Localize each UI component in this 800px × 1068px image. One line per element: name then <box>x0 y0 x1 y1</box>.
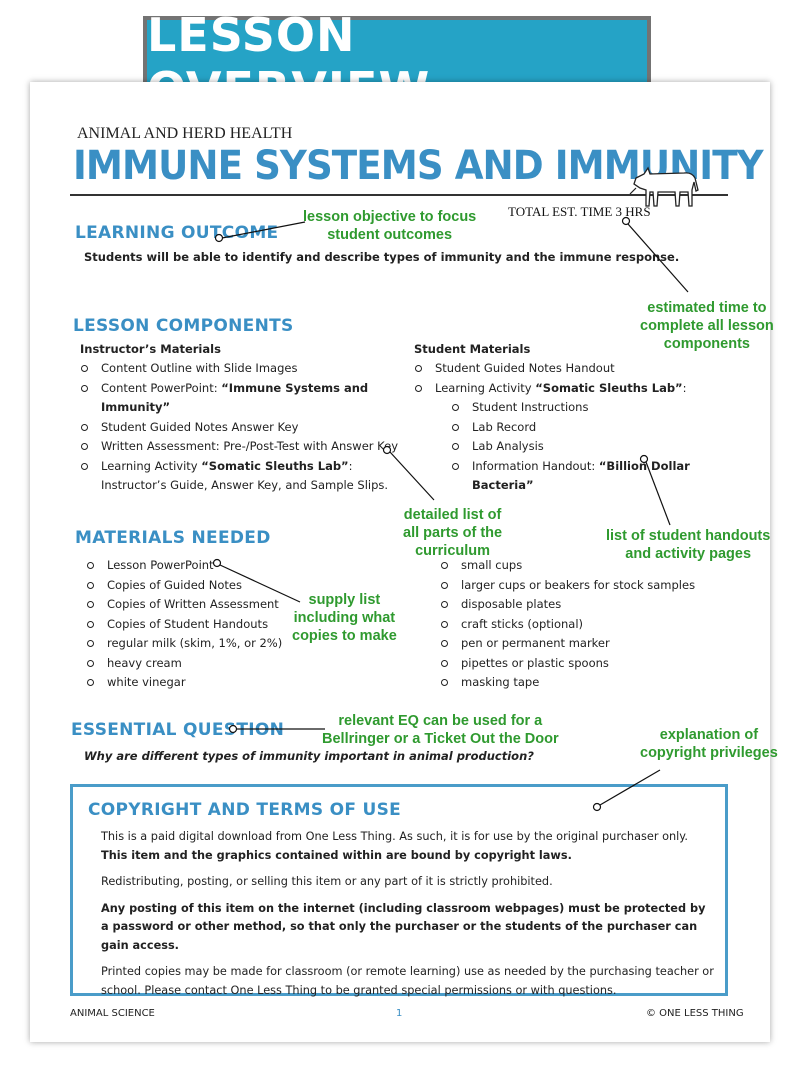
list-item-text: “Somatic Sleuths Lab” <box>535 380 683 395</box>
list-item-text: Student Instructions <box>472 400 589 414</box>
copyright-heading: COPYRIGHT AND TERMS OF USE <box>88 800 402 820</box>
list-item: Student Instructions <box>451 398 714 418</box>
student-materials-title: Student Materials <box>414 342 531 356</box>
list-item: Information Handout: “Billion Dollar Bac… <box>451 457 714 496</box>
list-item: small cups <box>440 556 730 576</box>
list-item: regular milk (skim, 1%, or 2%) <box>86 634 386 654</box>
list-item: larger cups or beakers for stock samples <box>440 576 730 596</box>
copyright-box <box>70 784 728 996</box>
copyright-p1-bold: This item and the graphics contained wit… <box>101 848 572 862</box>
list-item-text: Learning Activity <box>101 458 202 473</box>
copyright-p3: Any posting of this item on the internet… <box>101 901 706 952</box>
essential-question-heading: ESSENTIAL QUESTION <box>71 720 285 740</box>
list-item-text: Lab Record <box>472 419 537 434</box>
list-item: Lab Analysis <box>451 437 714 457</box>
list-item: Copies of Guided Notes <box>86 576 386 596</box>
list-item-text: Content Outline with Slide Images <box>101 361 298 375</box>
lesson-components-heading: LESSON COMPONENTS <box>73 316 294 336</box>
copyright-text: This is a paid digital download from One… <box>101 828 716 1008</box>
list-item: Lab Record <box>451 418 714 438</box>
copyright-p1: This is a paid digital download from One… <box>101 830 688 843</box>
list-item-text: Content PowerPoint: <box>101 380 222 395</box>
page-number: 1 <box>396 1008 403 1019</box>
essential-question-text: Why are different types of immunity impo… <box>84 749 534 763</box>
list-item: Student Guided Notes Answer Key <box>80 418 400 438</box>
copyright-p4: Printed copies may be made for classroom… <box>101 965 714 997</box>
list-item: craft sticks (optional) <box>440 615 730 635</box>
list-item: Content PowerPoint: “Immune Systems and … <box>80 379 400 418</box>
materials-needed-heading: MATERIALS NEEDED <box>75 528 271 548</box>
list-item: Copies of Written Assessment <box>86 595 386 615</box>
list-item-text: Information Handout: <box>472 458 599 473</box>
list-item: pen or permanent marker <box>440 634 730 654</box>
learning-outcome-text: Students will be able to identify and de… <box>84 250 680 264</box>
document-page <box>30 82 770 1042</box>
instructor-materials-title: Instructor’s Materials <box>80 342 221 356</box>
list-item-text: Lab Analysis <box>472 439 544 453</box>
list-item: pipettes or plastic spoons <box>440 654 730 674</box>
list-item: Copies of Student Handouts <box>86 615 386 635</box>
copyright-p2: Redistributing, posting, or selling this… <box>101 875 553 888</box>
list-item-text: “Billion Dollar Bacteria” <box>472 458 690 493</box>
list-item-text: Learning Activity <box>435 380 536 395</box>
list-item: Learning Activity “Somatic Sleuths Lab”: <box>414 379 714 399</box>
footer-left: ANIMAL SCIENCE <box>70 1008 155 1019</box>
list-item: white vinegar <box>86 673 386 693</box>
footer-right: © ONE LESS THING <box>646 1008 744 1019</box>
course-name: ANIMAL AND HERD HEALTH <box>77 125 293 142</box>
list-item: masking tape <box>440 673 730 693</box>
list-item-text: Student Guided Notes Answer Key <box>101 419 299 434</box>
estimated-time: TOTAL EST. TIME 3 HRS <box>508 204 651 219</box>
cow-icon <box>629 166 699 207</box>
list-item: Content Outline with Slide Images <box>80 359 400 379</box>
list-item: Written Assessment: Pre-/Post-Test with … <box>80 437 400 457</box>
list-item-text: Student Guided Notes Handout <box>435 361 615 375</box>
list-item-text: “Immune Systems and Immunity” <box>101 380 369 415</box>
learning-outcome-heading: LEARNING OUTCOME <box>75 223 279 243</box>
list-item-text: Written Assessment: Pre-/Post-Test with … <box>101 439 399 453</box>
list-item: Lesson PowerPoint <box>86 556 386 576</box>
list-item-text: : <box>682 380 687 395</box>
list-item-text: : Instructor’s Guide, Answer Key, and Sa… <box>101 458 389 493</box>
list-item: heavy cream <box>86 654 386 674</box>
list-item: disposable plates <box>440 595 730 615</box>
title-divider <box>70 194 728 196</box>
list-item: Learning Activity “Somatic Sleuths Lab”:… <box>80 457 400 496</box>
list-item-text: “Somatic Sleuths Lab” <box>201 458 349 473</box>
list-item: Student Guided Notes Handout <box>414 359 714 379</box>
